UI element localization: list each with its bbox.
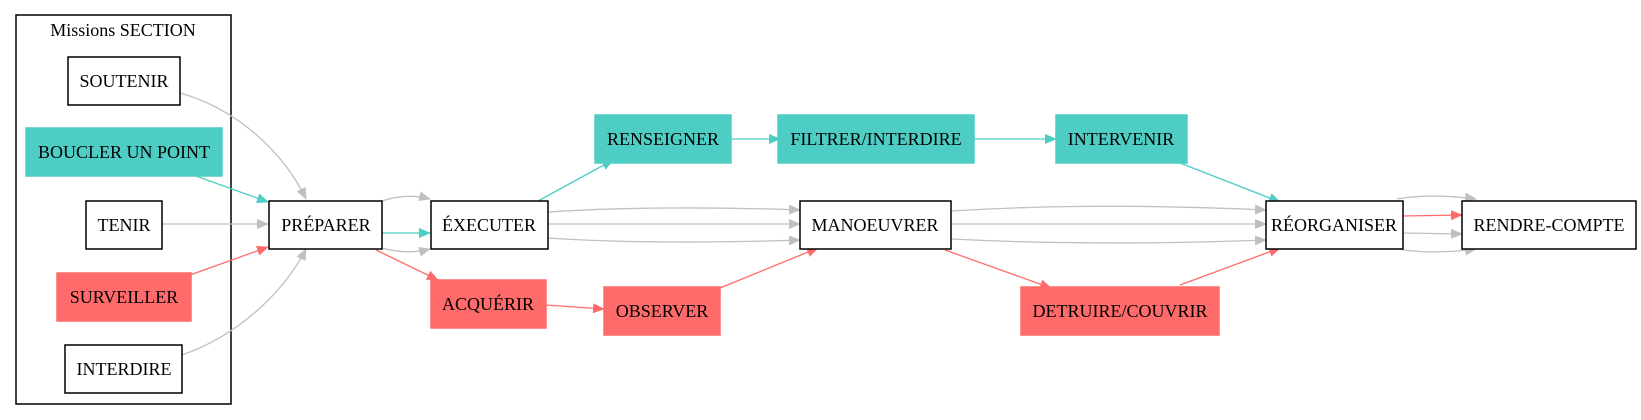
node-box — [56, 272, 192, 322]
edge-preparer-acquerir — [375, 249, 439, 281]
node-label: INTERVENIR — [1068, 129, 1175, 149]
node-label: ÉXECUTER — [442, 214, 536, 235]
edge-manoeuvrer-reorganiser-1 — [950, 204, 1267, 215]
edge-acquerir-observer — [545, 303, 605, 314]
edge-detruire-reorganiser — [1179, 247, 1281, 286]
edge-manoeuvrer-detruire — [944, 249, 1052, 289]
node-box — [1265, 200, 1404, 250]
node-tenir: TENIR — [85, 200, 163, 250]
edges — [162, 92, 1477, 356]
edge-reorganiser-rendre-4 — [1396, 245, 1477, 256]
edge-preparer-executer-1 — [381, 191, 431, 202]
node-box — [594, 114, 732, 164]
edge-interdire-preparer — [181, 248, 307, 356]
node-label: SOUTENIR — [80, 71, 169, 91]
edge-manoeuvrer-reorganiser-3 — [950, 235, 1267, 246]
node-label: DETRUIRE/COUVRIR — [1033, 301, 1208, 321]
node-box — [777, 114, 975, 164]
edge-executer-manoeuvrer-1 — [547, 204, 801, 215]
node-detruire: DETRUIRE/COUVRIR — [1020, 286, 1220, 336]
node-box — [85, 200, 163, 250]
node-box — [430, 200, 549, 250]
node-label: FILTRER/INTERDIRE — [790, 129, 961, 149]
edge-executer-renseigner — [537, 159, 614, 202]
node-surveiller: SURVEILLER — [56, 272, 192, 322]
node-intervenir: INTERVENIR — [1055, 114, 1188, 164]
node-box — [603, 286, 721, 336]
node-label: BOUCLER UN POINT — [38, 142, 210, 162]
node-label: SURVEILLER — [70, 287, 179, 307]
edge-surveiller-preparer — [189, 246, 269, 276]
cluster-frame — [15, 14, 232, 405]
edge-soutenir-preparer — [179, 92, 307, 200]
edge-reorganiser-rendre-2 — [1402, 210, 1463, 221]
edge-intervenir-reorganiser — [1179, 162, 1281, 203]
edge-reorganiser-rendre-3 — [1402, 228, 1463, 239]
nodes: SOUTENIR BOUCLER UN POINT TENIR SURVEILL… — [25, 56, 1637, 394]
node-soutenir: SOUTENIR — [67, 56, 181, 106]
cluster-title: Missions SECTION — [50, 20, 196, 40]
edge-boucler-preparer — [195, 175, 269, 203]
node-box — [1020, 286, 1220, 336]
node-observer: OBSERVER — [603, 286, 721, 336]
node-reorganiser: RÉORGANISER — [1265, 200, 1404, 250]
node-box — [430, 279, 547, 329]
node-label: PRÉPARER — [281, 214, 370, 235]
node-label: ACQUÉRIR — [442, 293, 534, 314]
node-box — [799, 200, 952, 250]
node-label: RENSEIGNER — [607, 129, 719, 149]
node-label: RÉORGANISER — [1271, 214, 1397, 235]
node-preparer: PRÉPARER — [268, 200, 383, 250]
node-executer: ÉXECUTER — [430, 200, 549, 250]
edge-preparer-executer-3 — [381, 247, 431, 257]
node-filtrer: FILTRER/INTERDIRE — [777, 114, 975, 164]
node-box — [1461, 200, 1637, 250]
node-box — [64, 344, 183, 394]
node-label: OBSERVER — [616, 301, 709, 321]
node-renseigner: RENSEIGNER — [594, 114, 732, 164]
node-interdire: INTERDIRE — [64, 344, 183, 394]
node-label: TENIR — [98, 215, 151, 235]
node-box — [268, 200, 383, 250]
edge-observer-manoeuvrer — [719, 247, 819, 289]
node-boucler: BOUCLER UN POINT — [25, 127, 223, 177]
node-box — [25, 127, 223, 177]
node-box — [67, 56, 181, 106]
node-label: MANOEUVRER — [811, 215, 938, 235]
node-acquerir: ACQUÉRIR — [430, 279, 547, 329]
node-label: RENDRE-COMPTE — [1473, 215, 1624, 235]
node-label: INTERDIRE — [77, 359, 172, 379]
cluster-missions-section: Missions SECTION — [15, 14, 232, 405]
edge-reorganiser-rendre-1 — [1396, 192, 1477, 203]
edge-executer-manoeuvrer-3 — [547, 235, 801, 246]
node-box — [1055, 114, 1188, 164]
node-rendre: RENDRE-COMPTE — [1461, 200, 1637, 250]
node-manoeuvrer: MANOEUVRER — [799, 200, 952, 250]
